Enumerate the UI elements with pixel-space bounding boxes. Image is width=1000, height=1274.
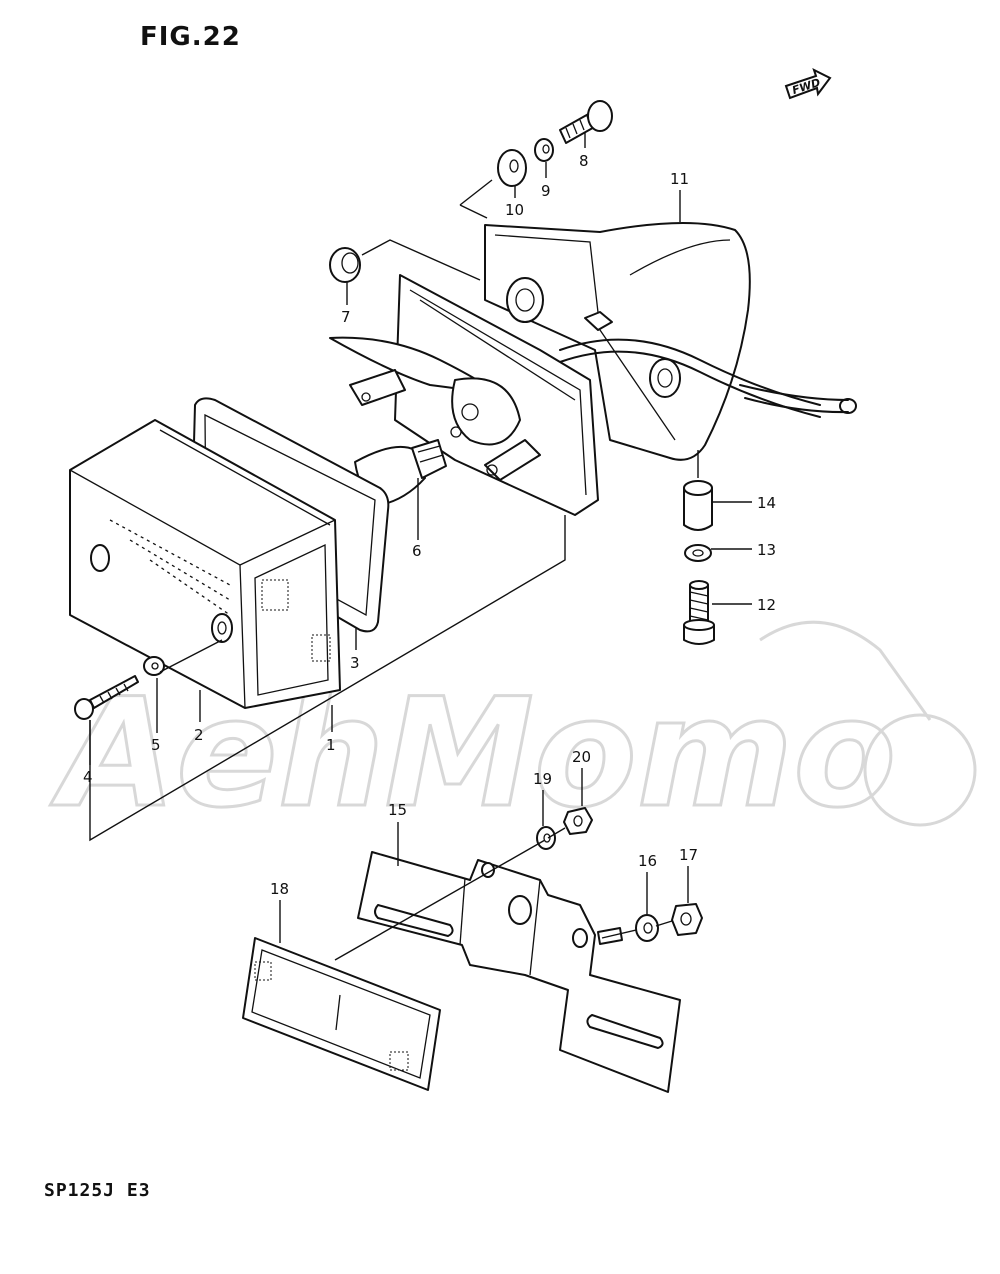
callout-6: 6 bbox=[412, 542, 422, 560]
part-17-nut bbox=[671, 903, 703, 936]
part-19-washer bbox=[536, 826, 556, 850]
callout-1: 1 bbox=[326, 736, 336, 754]
callout-3: 3 bbox=[350, 654, 360, 672]
watermark: AehMomo bbox=[49, 620, 977, 843]
part-15-bracket bbox=[357, 851, 681, 1093]
part-5-washer bbox=[143, 656, 165, 676]
part-14-collar bbox=[683, 480, 713, 531]
part-7-grommet bbox=[329, 247, 361, 283]
callout-19: 19 bbox=[533, 770, 552, 788]
part-1-base-assembly bbox=[329, 274, 599, 516]
watermark-motorcycle-icon bbox=[759, 620, 932, 721]
callout-14: 14 bbox=[757, 494, 776, 512]
callout-4: 4 bbox=[83, 768, 93, 786]
callout-8: 8 bbox=[579, 152, 589, 170]
part-12-bolt bbox=[683, 580, 715, 645]
part-4-screw bbox=[74, 675, 139, 720]
part-8-screw bbox=[559, 100, 613, 144]
callout-20: 20 bbox=[572, 748, 591, 766]
part-11-housing bbox=[484, 222, 857, 461]
callout-7: 7 bbox=[341, 308, 351, 326]
watermark-wheel-icon bbox=[863, 713, 977, 827]
part-9-lock-washer bbox=[534, 138, 554, 162]
assembly-lines bbox=[89, 179, 699, 961]
model-code: SP125J E3 bbox=[44, 1180, 151, 1201]
callout-10: 10 bbox=[505, 201, 524, 219]
callout-9: 9 bbox=[541, 182, 551, 200]
part-2-lens bbox=[69, 419, 341, 709]
callout-18: 18 bbox=[270, 880, 289, 898]
callout-15: 15 bbox=[388, 801, 407, 819]
callout-labels: 1 2 3 4 5 6 7 8 9 10 11 12 13 14 15 16 1… bbox=[83, 152, 776, 898]
part-16-washer bbox=[635, 914, 659, 942]
callout-11: 11 bbox=[670, 170, 689, 188]
callout-13: 13 bbox=[757, 541, 776, 559]
callout-16: 16 bbox=[638, 852, 657, 870]
part-10-washer bbox=[497, 149, 527, 187]
watermark-text: AehMomo bbox=[50, 667, 896, 841]
figure-title: FIG.22 bbox=[140, 22, 241, 52]
callout-5: 5 bbox=[151, 736, 161, 754]
leader-lines bbox=[89, 132, 752, 943]
callout-12: 12 bbox=[757, 596, 776, 614]
fwd-arrow-icon: FWD bbox=[784, 68, 832, 100]
part-13-washer bbox=[684, 544, 712, 562]
part-18-reflector bbox=[242, 937, 441, 1091]
part-20-nut bbox=[563, 807, 593, 835]
callout-17: 17 bbox=[679, 846, 698, 864]
callout-2: 2 bbox=[194, 726, 204, 744]
